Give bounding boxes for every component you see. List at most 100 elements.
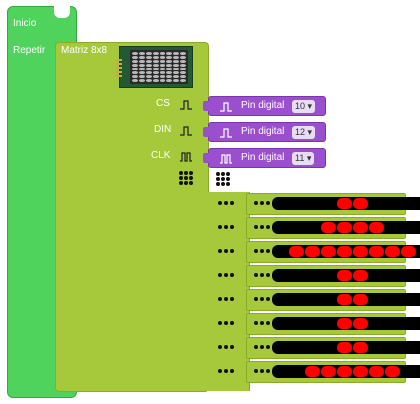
- row-connector-icon: [218, 225, 234, 229]
- led-off[interactable]: [289, 342, 304, 353]
- led-on[interactable]: [337, 342, 352, 353]
- led-on[interactable]: [353, 294, 368, 305]
- led-off[interactable]: [305, 318, 320, 329]
- led-off[interactable]: [417, 246, 420, 257]
- pin-digital-block-clk[interactable]: Pin digital 11 ▾: [203, 148, 326, 168]
- led-on[interactable]: [353, 222, 368, 233]
- led-off[interactable]: [321, 342, 336, 353]
- led-on[interactable]: [321, 366, 336, 377]
- pin-digital-block-cs[interactable]: Pin digital 10 ▾: [203, 96, 326, 116]
- led-off[interactable]: [321, 198, 336, 209]
- led-off[interactable]: [305, 342, 320, 353]
- led-off[interactable]: [305, 294, 320, 305]
- led-off[interactable]: [385, 222, 400, 233]
- led-on[interactable]: [289, 246, 304, 257]
- led-on[interactable]: [385, 366, 400, 377]
- led-on[interactable]: [305, 366, 320, 377]
- led-off[interactable]: [401, 222, 416, 233]
- led-off[interactable]: [273, 294, 288, 305]
- pin-digital-block-din[interactable]: Pin digital 12 ▾: [203, 122, 326, 142]
- block-notch: [54, 6, 70, 18]
- led-on[interactable]: [337, 198, 352, 209]
- pin-value-dropdown[interactable]: 10 ▾: [292, 100, 316, 113]
- led-off[interactable]: [289, 366, 304, 377]
- pin-name-clk: CLK: [151, 150, 171, 161]
- led-row: [272, 317, 420, 330]
- led-off[interactable]: [417, 318, 420, 329]
- row-input-icon: [254, 273, 270, 277]
- pulse-icon: [220, 128, 232, 138]
- led-on[interactable]: [337, 246, 352, 257]
- led-off[interactable]: [385, 294, 400, 305]
- led-off[interactable]: [417, 342, 420, 353]
- led-off[interactable]: [273, 222, 288, 233]
- led-off[interactable]: [401, 342, 416, 353]
- row-connector-icon: [218, 321, 234, 325]
- led-on[interactable]: [321, 246, 336, 257]
- led-on[interactable]: [337, 366, 352, 377]
- pulse-icon: [180, 100, 192, 110]
- led-off[interactable]: [273, 246, 288, 257]
- led-off[interactable]: [273, 318, 288, 329]
- row-input-icon: [254, 249, 270, 253]
- led-off[interactable]: [369, 342, 384, 353]
- led-on[interactable]: [401, 246, 416, 257]
- led-off[interactable]: [401, 270, 416, 281]
- led-off[interactable]: [321, 294, 336, 305]
- led-off[interactable]: [401, 318, 416, 329]
- led-off[interactable]: [305, 198, 320, 209]
- matrix-8x8-block[interactable]: [55, 42, 209, 392]
- led-on[interactable]: [353, 270, 368, 281]
- row-input-icon: [254, 297, 270, 301]
- pin-value-dropdown[interactable]: 11 ▾: [292, 152, 315, 165]
- led-off[interactable]: [385, 318, 400, 329]
- led-off[interactable]: [289, 318, 304, 329]
- led-on[interactable]: [385, 246, 400, 257]
- matrix-input-icon: [179, 171, 193, 185]
- led-off[interactable]: [385, 342, 400, 353]
- led-off[interactable]: [305, 222, 320, 233]
- led-on[interactable]: [369, 246, 384, 257]
- led-on[interactable]: [369, 366, 384, 377]
- led-off[interactable]: [369, 198, 384, 209]
- led-on[interactable]: [337, 318, 352, 329]
- led-off[interactable]: [401, 198, 416, 209]
- led-off[interactable]: [289, 294, 304, 305]
- led-on[interactable]: [321, 222, 336, 233]
- matrix-block-extension: [207, 192, 250, 391]
- led-off[interactable]: [273, 198, 288, 209]
- led-on[interactable]: [337, 294, 352, 305]
- pin-value-dropdown[interactable]: 12 ▾: [292, 126, 316, 139]
- led-on[interactable]: [353, 366, 368, 377]
- row-connector-icon: [218, 345, 234, 349]
- led-on[interactable]: [353, 246, 368, 257]
- led-on[interactable]: [353, 342, 368, 353]
- led-off[interactable]: [321, 270, 336, 281]
- led-on[interactable]: [369, 222, 384, 233]
- led-on[interactable]: [337, 222, 352, 233]
- led-off[interactable]: [273, 366, 288, 377]
- led-off[interactable]: [417, 366, 420, 377]
- led-off[interactable]: [289, 222, 304, 233]
- led-off[interactable]: [305, 270, 320, 281]
- led-off[interactable]: [385, 198, 400, 209]
- led-off[interactable]: [273, 270, 288, 281]
- led-off[interactable]: [401, 366, 416, 377]
- led-on[interactable]: [305, 246, 320, 257]
- led-on[interactable]: [337, 270, 352, 281]
- led-off[interactable]: [273, 342, 288, 353]
- led-off[interactable]: [369, 318, 384, 329]
- led-off[interactable]: [417, 198, 420, 209]
- led-off[interactable]: [321, 318, 336, 329]
- led-off[interactable]: [369, 294, 384, 305]
- led-off[interactable]: [385, 270, 400, 281]
- led-on[interactable]: [353, 198, 368, 209]
- led-off[interactable]: [401, 294, 416, 305]
- led-off[interactable]: [369, 270, 384, 281]
- led-off[interactable]: [417, 270, 420, 281]
- led-off[interactable]: [289, 198, 304, 209]
- led-off[interactable]: [289, 270, 304, 281]
- led-off[interactable]: [417, 222, 420, 233]
- led-on[interactable]: [353, 318, 368, 329]
- led-off[interactable]: [417, 294, 420, 305]
